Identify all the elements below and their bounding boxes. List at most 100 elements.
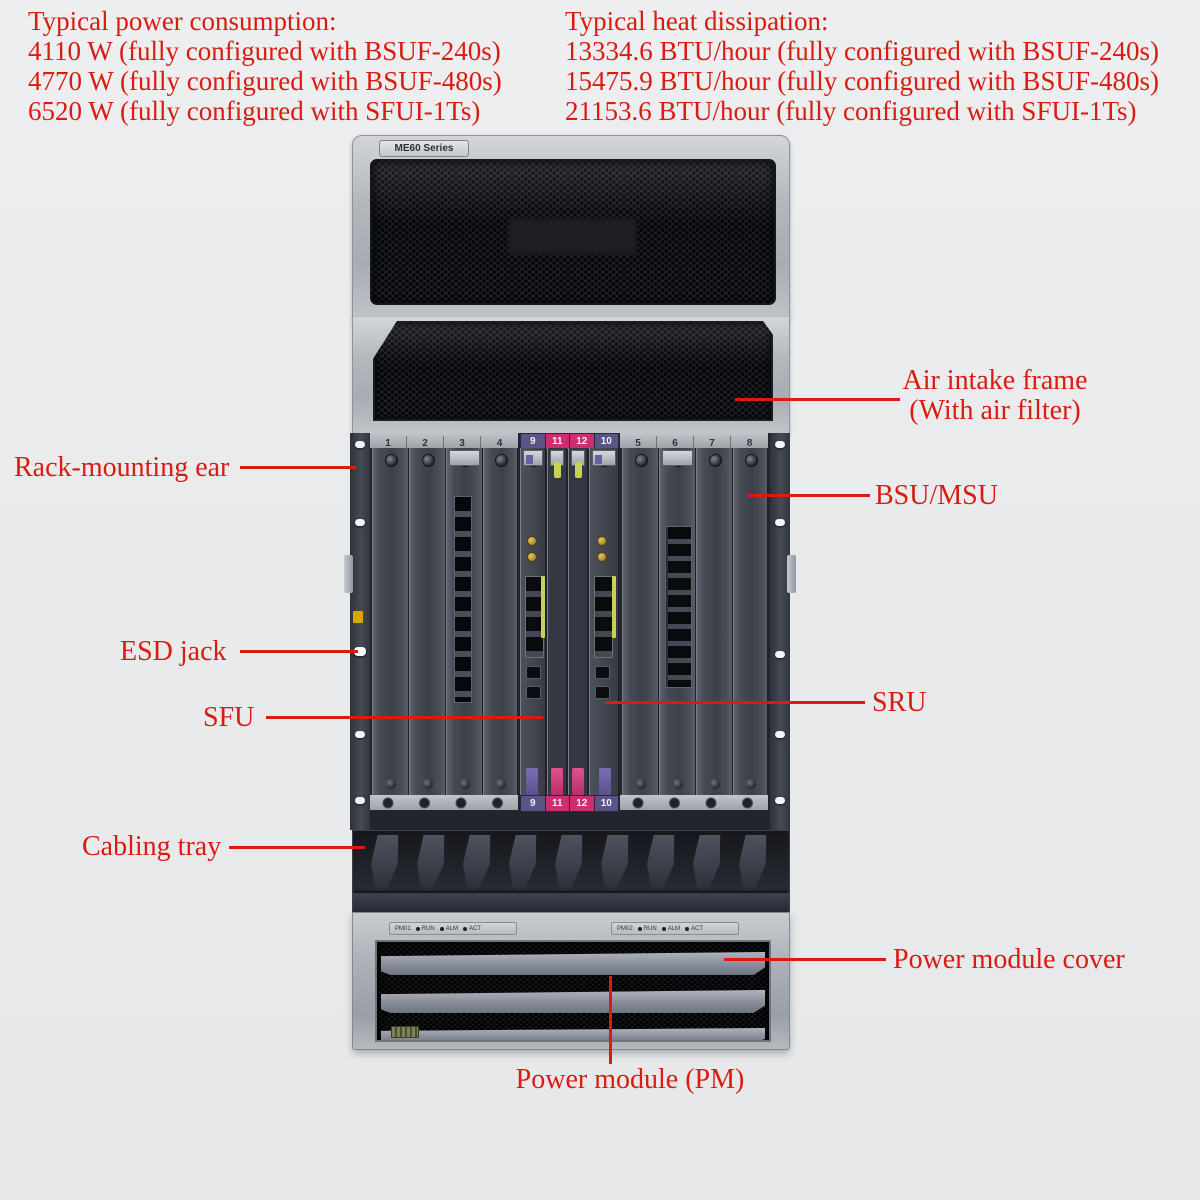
power-module-cover-pointer-line <box>724 958 886 961</box>
latch-notch <box>575 462 582 478</box>
router-chassis: ME60 Series <box>344 135 796 1050</box>
blurred-logo <box>508 219 636 255</box>
side-handle-right <box>787 555 796 593</box>
power-module-pointer-line <box>609 976 612 1064</box>
slot-number: 9 <box>521 434 546 449</box>
ejector-handle <box>572 768 584 798</box>
cable-fin <box>736 835 770 891</box>
screw <box>775 731 785 738</box>
screw <box>355 797 365 804</box>
slot-number: 11 <box>545 434 570 449</box>
led-dot <box>637 926 642 931</box>
screw <box>775 519 785 526</box>
mgmt-port <box>526 686 541 699</box>
esd-warning-label <box>353 611 363 623</box>
heat-dissipation-title: Typical heat dissipation: <box>565 6 829 36</box>
rack-ear-right <box>770 433 790 830</box>
sfu-label: SFU <box>203 702 255 733</box>
power-consumption-title: Typical power consumption: <box>28 6 337 36</box>
ejector-handle <box>551 768 563 798</box>
filler-panel-slot5 <box>622 448 659 795</box>
line-card-slot6 <box>659 448 696 795</box>
slot-number: 6 <box>657 436 694 451</box>
cable-fin <box>414 835 448 891</box>
latch-notch <box>595 455 602 464</box>
sfu-pointer-line <box>266 716 543 719</box>
label-strip <box>541 576 545 638</box>
bits-connector <box>597 536 607 546</box>
cable-fin <box>598 835 632 891</box>
bsu-msu-label: BSU/MSU <box>875 480 998 511</box>
cable-fin <box>368 835 402 891</box>
led-dot <box>685 926 690 931</box>
power-consumption-block: Typical power consumption: 4110 W (fully… <box>28 6 502 126</box>
power-module-cover-slat <box>381 952 765 975</box>
sru-card-slot9 <box>520 448 546 795</box>
latch-notch <box>526 455 533 464</box>
pm1-label: PM01 <box>395 925 411 932</box>
heat-dissipation-line: 13334.6 BTU/hour (fully configured with … <box>565 36 1159 66</box>
rack-ear-label: Rack-mounting ear <box>14 452 230 483</box>
port-grid <box>665 526 692 688</box>
esd-jack-pointer-line <box>240 650 358 653</box>
filler-panel-slot2 <box>409 448 446 795</box>
air-intake-label-line2: (With air filter) <box>909 395 1081 426</box>
power-module-label: Power module (PM) <box>515 1064 745 1095</box>
slot-number: 3 <box>444 436 481 451</box>
act-led: ACT <box>463 926 481 932</box>
air-intake-frame <box>352 317 790 434</box>
power-module-cover-label: Power module cover <box>893 944 1125 975</box>
air-intake-label-line1: Air intake frame <box>902 365 1088 396</box>
cable-fin <box>644 835 678 891</box>
sfu-card-slot11 <box>547 448 567 795</box>
cabling-tray <box>352 830 790 914</box>
vent-label <box>391 1026 419 1038</box>
alm-led: ALM <box>661 926 680 932</box>
slot-number: 1 <box>370 436 407 451</box>
led-dot <box>463 926 468 931</box>
pm2-label: PM02 <box>617 925 633 932</box>
air-intake-mesh <box>373 321 773 421</box>
slot-number: 7 <box>694 436 731 451</box>
sru-label: SRU <box>872 687 927 718</box>
bits-connector <box>527 536 537 546</box>
cabling-tray-label: Cabling tray <box>82 831 222 862</box>
slot-number: 9 <box>521 796 546 811</box>
fan-mesh-grille <box>370 159 776 305</box>
card-latch <box>592 450 616 466</box>
slot-number: 10 <box>594 434 618 449</box>
cabling-tray-pointer-line <box>229 846 365 849</box>
esd-jack <box>354 647 366 656</box>
fan-frame: ME60 Series <box>352 135 790 319</box>
slot-strip-bottom-left <box>370 795 518 810</box>
slot-number: 10 <box>594 796 618 811</box>
mgmt-port <box>595 686 610 699</box>
rack-ear-pointer-line <box>240 466 356 469</box>
filler-panel-slot1 <box>372 448 409 795</box>
run-led: RUN <box>415 926 435 932</box>
latch-notch <box>554 462 561 478</box>
mgmt-port <box>526 666 541 679</box>
power-module-bay <box>375 940 771 1042</box>
pm2-led-strip: PM02 RUN ALM ACT <box>611 922 739 935</box>
rj45-port-stack <box>594 576 613 658</box>
bits-connector <box>527 552 537 562</box>
air-intake-pointer-line <box>735 398 900 401</box>
esd-jack-label: ESD jack <box>120 636 227 667</box>
run-led: RUN <box>637 926 657 932</box>
screw <box>775 651 785 658</box>
label-strip <box>612 576 616 638</box>
screw <box>355 731 365 738</box>
bits-connector <box>597 552 607 562</box>
act-led: ACT <box>685 926 703 932</box>
sru-card-slot10 <box>589 448 619 795</box>
slot-number: 5 <box>620 436 657 451</box>
slot-number: 11 <box>545 796 570 811</box>
power-consumption-line: 4110 W (fully configured with BSUF-240s) <box>28 36 501 66</box>
filler-panel-slot4 <box>483 448 518 795</box>
slot-number: 12 <box>570 796 595 811</box>
